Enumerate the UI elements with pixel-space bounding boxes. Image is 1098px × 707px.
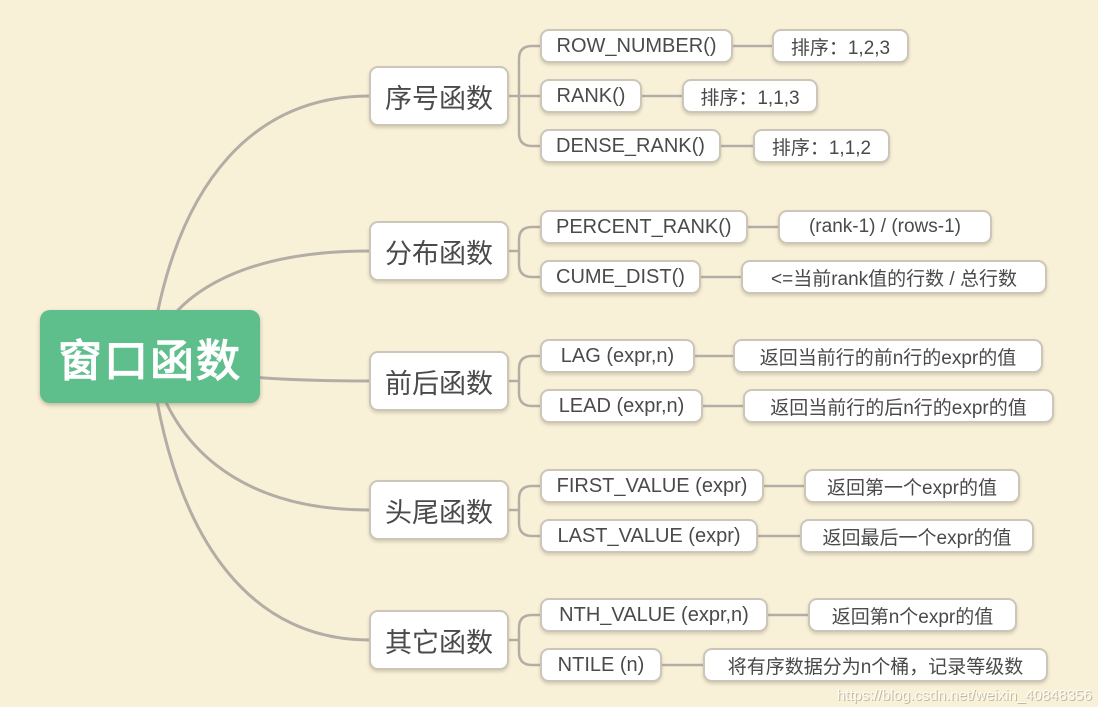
func-node-first-value[interactable]: FIRST_VALUE (expr) [540,469,764,503]
func-node-cume-dist[interactable]: CUME_DIST() [540,260,701,294]
branch-node-lag-lead[interactable]: 前后函数 [369,351,509,411]
leaf-node-percent-rank-desc[interactable]: (rank-1) / (rows-1) [778,210,992,244]
leaf-node-lag-desc[interactable]: 返回当前行的前n行的expr的值 [733,339,1043,373]
func-node-percent-rank[interactable]: PERCENT_RANK() [540,210,748,244]
leaf-node-last-value-desc[interactable]: 返回最后一个expr的值 [800,519,1034,553]
branch-node-distribution[interactable]: 分布函数 [369,221,509,281]
func-node-lag[interactable]: LAG (expr,n) [540,339,695,373]
func-node-last-value[interactable]: LAST_VALUE (expr) [540,519,758,553]
func-node-row-number[interactable]: ROW_NUMBER() [540,29,733,63]
leaf-node-cume-dist-desc[interactable]: <=当前rank值的行数 / 总行数 [741,260,1047,294]
leaf-node-nth-value-desc[interactable]: 返回第n个expr的值 [808,598,1017,632]
leaf-node-first-value-desc[interactable]: 返回第一个expr的值 [804,469,1020,503]
func-node-ntile[interactable]: NTILE (n) [540,648,662,682]
func-node-lead[interactable]: LEAD (expr,n) [540,389,703,423]
func-node-dense-rank[interactable]: DENSE_RANK() [540,129,721,163]
leaf-node-ntile-desc[interactable]: 将有序数据分为n个桶，记录等级数 [703,648,1048,682]
func-node-nth-value[interactable]: NTH_VALUE (expr,n) [540,598,768,632]
root-node-window-functions[interactable]: 窗口函数 [40,310,260,403]
leaf-node-lead-desc[interactable]: 返回当前行的后n行的expr的值 [743,389,1054,423]
func-node-rank[interactable]: RANK() [540,79,642,113]
branch-node-head-tail[interactable]: 头尾函数 [369,480,509,540]
leaf-node-dense-rank-desc[interactable]: 排序：1,1,2 [753,129,890,163]
branch-node-sequence[interactable]: 序号函数 [369,66,509,126]
leaf-node-rank-desc[interactable]: 排序：1,1,3 [682,79,818,113]
branch-node-other[interactable]: 其它函数 [369,610,509,670]
watermark-url: https://blog.csdn.net/weixin_40848356 [836,687,1092,704]
leaf-node-row-number-desc[interactable]: 排序：1,2,3 [772,29,909,63]
